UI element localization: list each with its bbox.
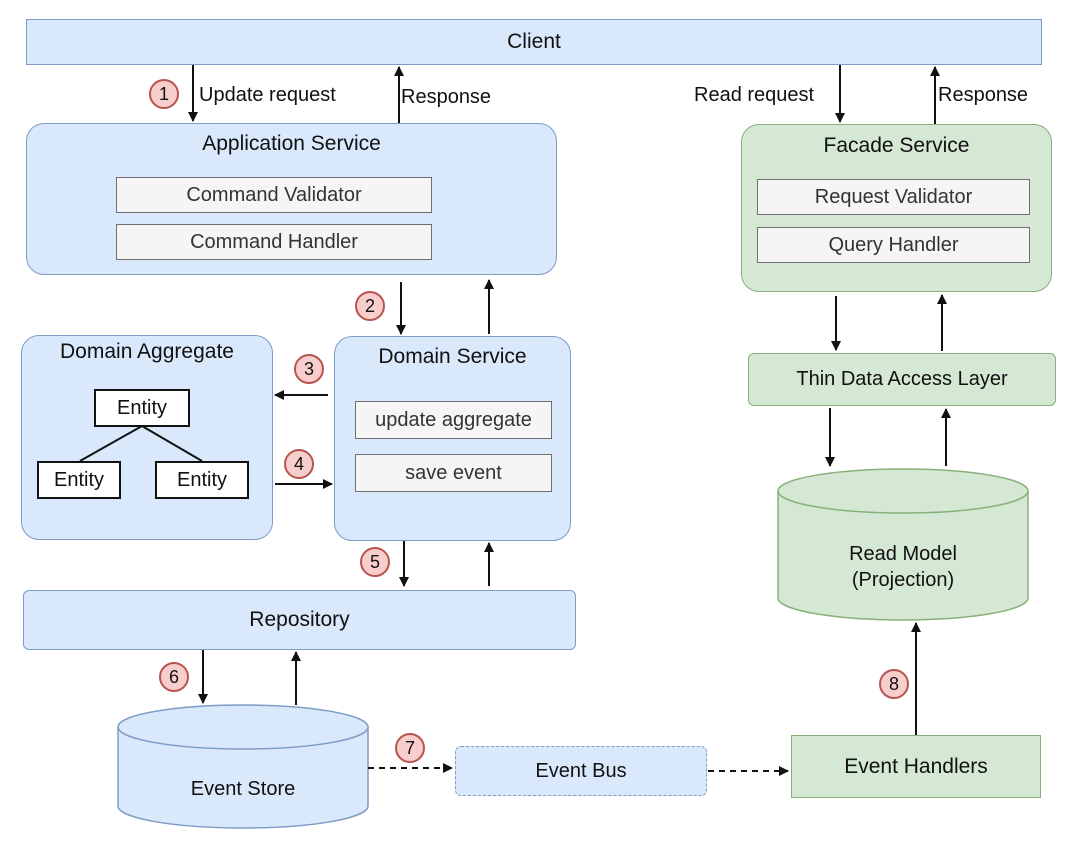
entity-child-left: Entity [37, 461, 121, 499]
read-model-line1: Read Model [849, 543, 957, 565]
step-badge-4: 4 [284, 449, 314, 479]
event-store-cylinder [117, 704, 369, 829]
event-bus: Event Bus [455, 746, 707, 796]
step-badge-1: 1 [149, 79, 179, 109]
repository-label: Repository [249, 608, 350, 631]
update-aggregate: update aggregate [355, 401, 552, 439]
event-handlers: Event Handlers [791, 735, 1041, 798]
domain-service-title: Domain Service [378, 345, 527, 368]
query-handler: Query Handler [757, 227, 1030, 263]
entity-child-right: Entity [155, 461, 249, 499]
facade-service-title: Facade Service [823, 134, 970, 157]
event-handlers-label: Event Handlers [844, 754, 988, 778]
read-request-label: Read request [694, 84, 815, 106]
step-badge-2: 2 [355, 291, 385, 321]
thin-data-access-layer: Thin Data Access Layer [748, 353, 1056, 406]
step-badge-7: 7 [395, 733, 425, 763]
domain-service: Domain Service update aggregate save eve… [334, 336, 571, 541]
read-model-cylinder [777, 468, 1029, 621]
update-request-label: Update request [199, 84, 336, 106]
domain-aggregate-title: Domain Aggregate [60, 340, 234, 363]
event-bus-label: Event Bus [535, 759, 627, 782]
application-service: Application Service Command Validator Co… [26, 123, 557, 275]
command-handler: Command Handler [116, 224, 432, 260]
command-validator: Command Validator [116, 177, 432, 213]
step-badge-3: 3 [294, 354, 324, 384]
read-model-line2: (Projection) [851, 569, 955, 591]
repository: Repository [23, 590, 576, 650]
step-badge-8: 8 [879, 669, 909, 699]
step-badge-6: 6 [159, 662, 189, 692]
application-service-title: Application Service [202, 132, 381, 155]
facade-service: Facade Service Request Validator Query H… [741, 124, 1052, 292]
event-store-label: Event Store [190, 778, 296, 800]
read-model-label: Read Model (Projection) [778, 541, 1028, 593]
request-validator: Request Validator [757, 179, 1030, 215]
thin-data-access-layer-label: Thin Data Access Layer [796, 368, 1008, 390]
step-badge-5: 5 [360, 547, 390, 577]
client-bar: Client [26, 19, 1042, 65]
response-right-label: Response [938, 84, 1029, 106]
client-label: Client [507, 30, 561, 53]
response-left-label: Response [401, 86, 492, 108]
save-event: save event [355, 454, 552, 492]
domain-aggregate: Domain Aggregate [21, 335, 273, 540]
entity-tree-lines [79, 425, 203, 462]
entity-root: Entity [94, 389, 190, 427]
